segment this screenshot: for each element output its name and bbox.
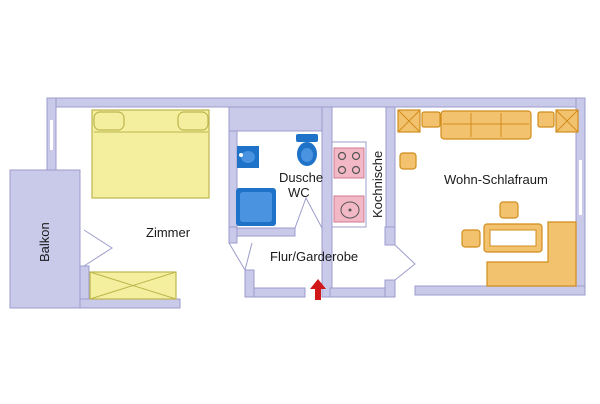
double-bed-icon [91,109,210,199]
sofa-body [440,110,532,140]
toilet-icon [296,134,318,166]
window-living [579,160,582,215]
sink-icon [237,146,259,168]
door-balcony [83,229,113,267]
balcony-area [9,169,81,309]
kitchen-sink-bowl [340,201,360,219]
bedroom-wall-bottom [79,298,181,309]
walls [46,97,586,309]
sink-bowl [241,151,255,163]
cabinet-right-cross-b [555,109,579,133]
bedroom [89,109,210,300]
living-wall-bottom [414,285,586,296]
cabinet-left-cross-b [397,109,421,133]
label-dusche: Dusche [279,170,323,185]
outer-wall-top [46,97,586,108]
label-wc: WC [288,185,310,200]
bath-wall-bottom [236,227,296,237]
label-flur: Flur/Garderobe [270,249,358,264]
dining-chair-left [461,229,481,248]
bath-kitchen-wall [321,106,333,298]
stove-top [333,147,365,179]
sink-tap [239,153,243,157]
dining-table-cloth [489,229,537,247]
window-bedroom [50,120,53,150]
door-bedroom [228,242,253,272]
kitchen-sink-drain [348,208,352,212]
chair-near-kitchen [399,152,417,170]
bathroom [236,134,318,226]
dining-chair-top [499,201,519,219]
pillow-left [93,111,125,131]
burner-4 [351,165,361,175]
label-kochnische: Kochnische [370,151,385,218]
pillow-right [177,111,209,131]
room-labels: Zimmer Dusche WC Kochnische Wohn-Schlafr… [37,151,548,264]
corner-bench-icon [486,221,577,287]
wardrobe-cross-b [89,271,177,300]
hall-wall-right-stub [384,226,396,246]
sofa-icon [440,110,532,140]
hall-wall-right-stub-lower [384,279,396,298]
burner-3 [337,165,347,175]
label-zimmer: Zimmer [146,225,191,240]
kitchen [331,141,367,228]
door-living [394,244,416,281]
burner-2 [351,151,361,161]
entrance-arrow [310,279,326,300]
kitchen-living-wall [385,106,396,228]
stove-icon [333,147,365,179]
side-table-left [421,111,441,128]
shower-tray-icon [236,188,276,226]
entrance-arrow-icon [310,279,326,300]
balcony [9,169,81,309]
cabinet-left-icon [397,109,421,133]
side-table-right [537,111,555,128]
wardrobe-icon [89,271,177,300]
shower-tray-inner [240,192,272,222]
doors [83,196,416,297]
label-balkon: Balkon [37,222,52,262]
toilet-tank [296,134,318,142]
bath-wall-top [228,106,330,132]
label-wohn-schlafraum: Wohn-Schlafraum [444,172,548,187]
bedroom-door-stub [228,226,238,244]
hall-wall-left-stub [244,269,255,298]
dining-table-icon [483,223,543,253]
living-room [397,109,579,287]
toilet-seat [301,148,313,162]
burner-1 [337,151,347,161]
door-bathroom [294,196,323,229]
cabinet-right-icon [555,109,579,133]
kitchen-sink-icon [333,195,365,223]
hall-wall-bottom-right [329,287,395,298]
